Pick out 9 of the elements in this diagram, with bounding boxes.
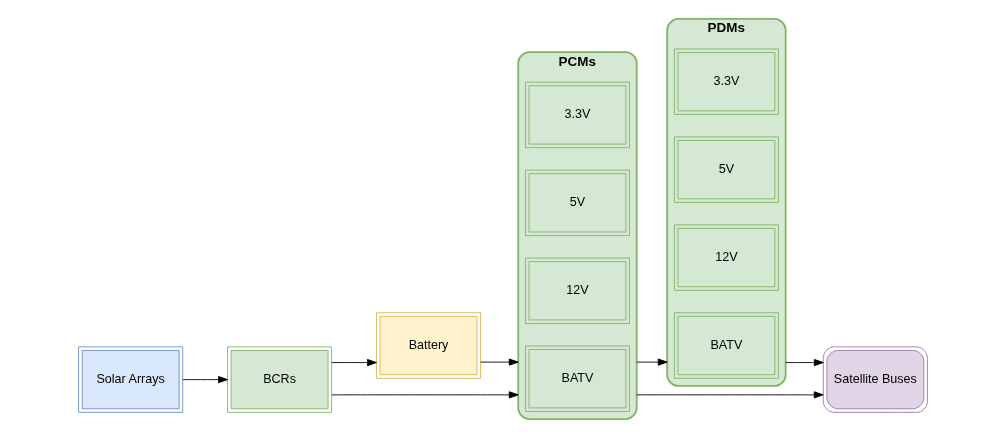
arrow <box>330 391 519 399</box>
arrow <box>181 376 228 384</box>
arrow <box>479 358 519 366</box>
arrow <box>635 358 668 366</box>
arrow <box>635 391 824 399</box>
node-box: 5V <box>524 169 630 237</box>
node-box: 3.3V <box>524 81 630 149</box>
arrow <box>330 358 377 367</box>
arrow <box>784 358 824 367</box>
